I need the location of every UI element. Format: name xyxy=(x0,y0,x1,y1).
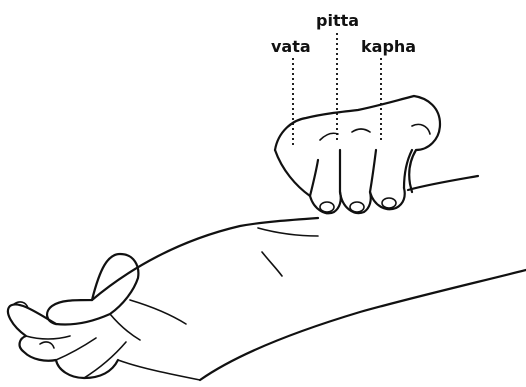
label-vata: vata xyxy=(271,37,311,56)
fingernail-kapha xyxy=(382,198,396,208)
examiner-hand xyxy=(275,96,478,213)
label-pitta: pitta xyxy=(316,11,359,30)
patient-arm xyxy=(8,218,526,380)
fingernail-vata xyxy=(320,202,334,212)
label-kapha: kapha xyxy=(361,37,416,56)
fingernail-pitta xyxy=(350,202,364,212)
